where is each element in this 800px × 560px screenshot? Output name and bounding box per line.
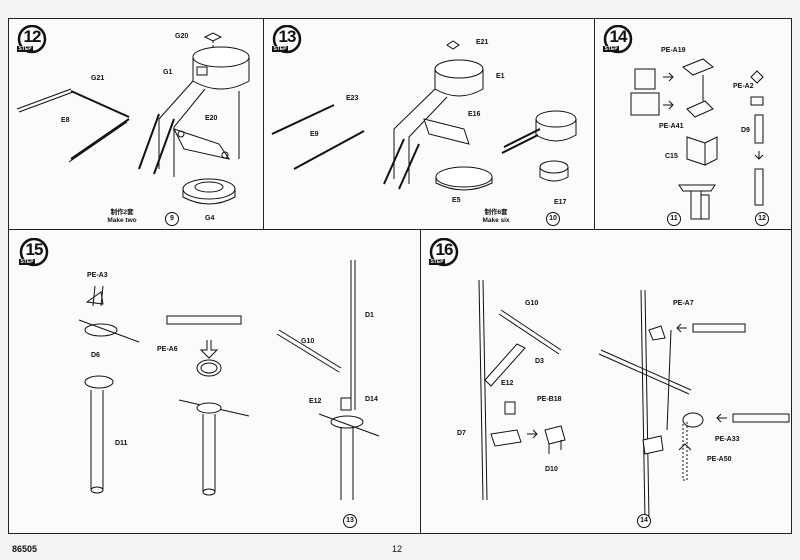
- figure-12: 12: [755, 212, 769, 226]
- figure-10: 10: [546, 212, 560, 226]
- step-15-badge: 15 STEP: [19, 238, 49, 268]
- step-13-note: 制作6套 Make six: [482, 209, 510, 224]
- figure-11: 11: [667, 212, 681, 226]
- step-13-drawing: [271, 40, 577, 191]
- step-14-badge: 14 STEP: [603, 25, 633, 55]
- step-14-drawing: [630, 58, 764, 220]
- step-16-badge: 16 STEP: [429, 238, 459, 268]
- step-12-drawing: [16, 32, 250, 205]
- step-13-badge: 13 STEP: [272, 25, 302, 55]
- figure-9: 9: [165, 212, 179, 226]
- step-12-badge: 12 STEP: [17, 25, 47, 55]
- kit-code: 86505: [12, 544, 38, 554]
- figure-14: 14: [637, 514, 651, 528]
- step-12-note: 制作2套 Make two: [107, 209, 137, 224]
- figure-13: 13: [343, 514, 357, 528]
- step-16-drawing: [478, 279, 790, 521]
- step-12-panel: 12 STEP: [8, 18, 264, 230]
- step-14-panel: 14 STEP: [594, 18, 792, 230]
- page-number: 12: [392, 544, 403, 554]
- step-16-panel: 16 STEP: [420, 229, 792, 534]
- step-15-drawing: [78, 260, 380, 500]
- step-15-panel: 15 STEP: [8, 229, 421, 534]
- step-13-panel: 13 STEP: [263, 18, 595, 230]
